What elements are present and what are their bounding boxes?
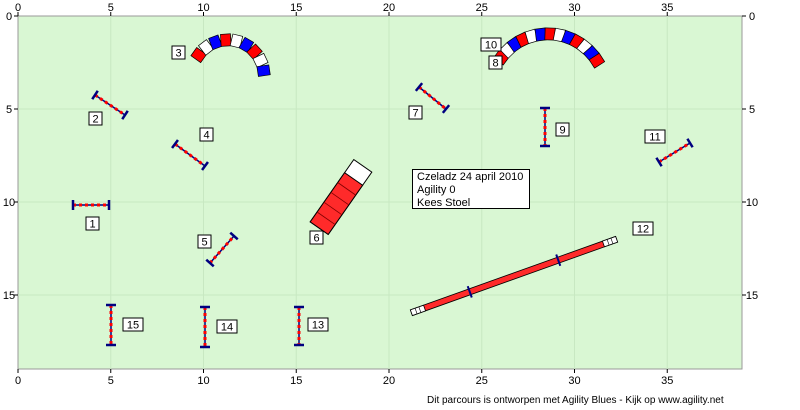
y-tick-label-left: 15 [3,290,15,302]
tunnel-segment [190,47,207,64]
x-tick-label-top: 15 [290,2,302,14]
obstacle-number-9: 9 [555,122,570,137]
jump-wing [205,258,215,268]
svg-text:7: 7 [412,108,418,120]
x-tick-label-top: 5 [108,2,114,14]
dogwalk-12 [409,235,619,317]
jump-11 [655,138,694,167]
jump-4 [171,139,209,171]
footer-credit: Dit parcours is ontworpen met Agility Bl… [427,395,724,406]
obstacle-number-7: 7 [408,105,423,120]
svg-text:2: 2 [92,114,98,126]
svg-text:11: 11 [649,132,660,144]
obstacle-number-11: 11 [644,129,666,144]
y-tick-label-left: 0 [6,11,12,23]
svg-text:12: 12 [637,224,649,236]
class-name: Agility 0 [417,184,456,196]
svg-text:10: 10 [485,40,497,52]
tunnel-segment [588,52,606,69]
jump-wing [441,104,451,114]
x-tick-label-bottom: 30 [568,375,580,387]
jump-5 [205,231,239,268]
y-tick-label-left: 10 [3,197,15,209]
x-tick-label-bottom: 35 [661,375,673,387]
x-tick-label-top: 20 [383,2,395,14]
obstacle-number-14: 14 [216,319,238,334]
svg-text:6: 6 [313,233,319,245]
jump-wing [229,231,239,241]
tunnel-segment [238,36,255,54]
y-tick-label-right: 10 [746,197,758,209]
y-tick-label-right: 0 [749,11,755,23]
x-tick-label-top: 35 [661,2,673,14]
jump-wing [171,139,179,149]
jump-wing [686,138,694,148]
chute-6 [309,158,373,236]
svg-text:1: 1 [89,219,95,231]
y-tick-label-right: 15 [746,290,758,302]
curved-tunnel-8 [493,27,606,69]
x-tick-label-bottom: 5 [108,375,114,387]
tunnel-segment [197,39,215,56]
jump-9 [540,106,550,148]
obstacle-number-15: 15 [122,317,144,332]
jump-1 [71,200,111,210]
x-tick-label-top: 25 [476,2,488,14]
jump-wing [655,157,663,167]
x-tick-label-top: 30 [568,2,580,14]
obstacle-number-6: 6 [309,230,324,245]
x-tick-label-bottom: 10 [197,375,209,387]
event-title: Czeladz 24 april 2010 [417,171,524,183]
obstacle-number-13: 13 [307,317,329,332]
x-tick-label-bottom: 20 [383,375,395,387]
tunnel-segment [220,33,232,47]
jump-wing [91,90,99,100]
svg-text:3: 3 [175,48,181,60]
obstacle-number-8: 8 [488,55,503,70]
jump-wing [201,161,209,171]
tunnel-segment [229,33,244,49]
y-tick-label-left: 5 [6,104,12,116]
x-tick-label-top: 10 [197,2,209,14]
svg-text:9: 9 [559,125,565,137]
field [17,15,743,370]
course-info-box: Czeladz 24 april 2010 Agility 0 Kees Sto… [412,169,530,209]
jump-wing [121,110,129,120]
curved-tunnel-3 [190,33,271,77]
svg-text:13: 13 [312,320,324,332]
obstacle-number-12: 12 [632,221,654,236]
tunnel-segment [246,43,263,60]
obstacle-number-4: 4 [199,127,214,142]
svg-text:15: 15 [127,320,139,332]
tunnel-segment [256,64,271,77]
svg-text:5: 5 [201,237,207,249]
tunnel-segment [208,34,223,51]
x-tick-label-bottom: 25 [476,375,488,387]
y-tick-label-right: 5 [749,104,755,116]
obstacle-number-10: 10 [480,37,502,52]
jump-13 [294,305,304,347]
judge-name: Kees Stoel [417,197,471,209]
jump-14 [200,305,210,349]
obstacle-number-3: 3 [171,45,186,60]
jump-7 [414,82,451,114]
svg-text:14: 14 [221,322,233,334]
x-tick-label-bottom: 0 [15,375,21,387]
svg-text:4: 4 [203,130,209,142]
jump-15 [106,303,116,347]
x-tick-label-bottom: 15 [290,375,302,387]
obstacle-number-2: 2 [88,111,103,126]
x-tick-label-top: 0 [15,2,21,14]
jump-2 [91,90,129,120]
jumps [71,82,694,349]
tunnel-segment [252,52,269,69]
svg-text:8: 8 [492,58,498,70]
obstacle-number-5: 5 [197,234,212,249]
jump-wing [414,82,424,92]
obstacle-number-1: 1 [85,216,100,231]
